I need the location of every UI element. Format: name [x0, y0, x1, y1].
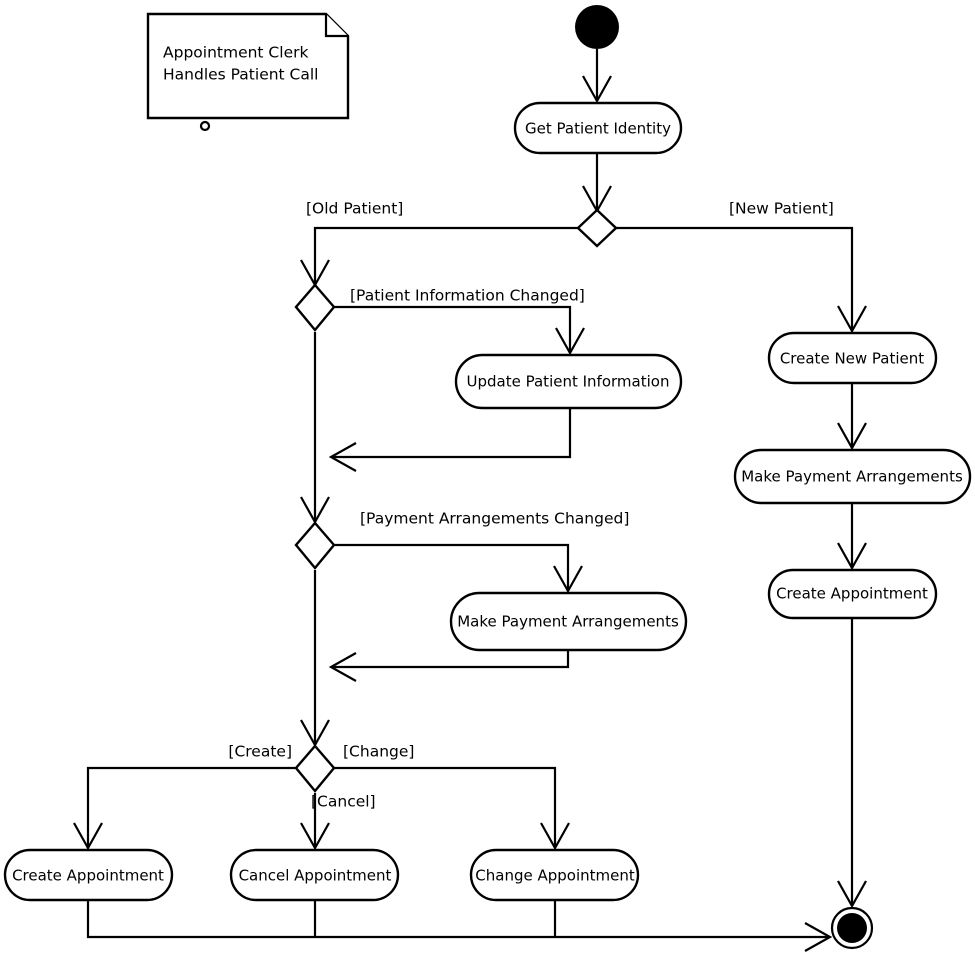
- activity-box-update-patient-information[interactable]: [454, 353, 683, 410]
- end-node-inner-icon: [837, 913, 867, 943]
- activity-label-create-appointment-right: Create Appointment: [776, 585, 928, 603]
- activity-create-new-patient[interactable]: Create New Patient: [767, 331, 938, 385]
- activity-update-patient-information[interactable]: Update Patient Information: [454, 353, 683, 410]
- decision-diamond-info-changed[interactable]: [294, 283, 336, 332]
- activity-label-get-patient-identity: Get Patient Identity: [525, 120, 671, 138]
- guard-cancel: [Cancel]: [311, 793, 376, 811]
- arrowhead-make-payment-right: [837, 422, 867, 451]
- edge-bottom-merge-rail: [86, 900, 828, 939]
- end-node-outer-ring-icon: [830, 906, 874, 950]
- start-node-icon: [575, 5, 619, 49]
- activity-box-make-payment-arrangements-right[interactable]: [733, 448, 972, 505]
- activity-label-make-payment-arrangements-right: Make Payment Arrangements: [741, 468, 963, 486]
- activity-box-change-appointment[interactable]: [469, 848, 640, 902]
- arrowhead-cancel-appointment: [300, 822, 330, 851]
- arrowhead-create-appointment-bottom: [73, 822, 103, 851]
- note-anchor-dot-icon: [199, 120, 211, 132]
- guard-old-patient: [Old Patient]: [306, 200, 403, 218]
- edge-layer: [73, 49, 867, 952]
- activity-get-patient-identity[interactable]: Get Patient Identity: [513, 101, 683, 155]
- guard-create: [Create]: [228, 743, 292, 761]
- guard-patient-information-changed: [Patient Information Changed]: [350, 287, 585, 305]
- activity-label-create-appointment-bottom: Create Appointment: [12, 867, 164, 885]
- activity-box-create-new-patient[interactable]: [767, 331, 938, 385]
- activity-label-cancel-appointment: Cancel Appointment: [239, 867, 392, 885]
- activity-box-get-patient-identity[interactable]: [513, 101, 683, 155]
- activity-create-appointment-right[interactable]: Create Appointment: [767, 568, 938, 620]
- guard-payment-arrangements-changed: [Payment Arrangements Changed]: [360, 510, 629, 528]
- arrowhead-get-identity: [582, 75, 612, 104]
- guard-change: [Change]: [343, 743, 414, 761]
- activity-box-cancel-appointment[interactable]: [229, 848, 400, 902]
- activity-cancel-appointment[interactable]: Cancel Appointment: [229, 848, 400, 902]
- arrowhead-end-from-top: [837, 880, 867, 909]
- note-fold-corner: [324, 14, 348, 38]
- arrowhead-merge-2: [328, 652, 357, 682]
- guard-new-patient: [New Patient]: [729, 200, 834, 218]
- decision-patient-information-changed[interactable]: [294, 283, 336, 332]
- activity-make-payment-arrangements-left[interactable]: Make Payment Arrangements: [449, 591, 688, 652]
- activity-box-make-payment-arrangements-left[interactable]: [449, 591, 688, 652]
- edge-update-to-merge-1: [332, 408, 572, 459]
- arrowhead-make-payment-left: [553, 565, 583, 594]
- arrowhead-merge-1: [328, 442, 357, 472]
- arrowhead-create-new-patient: [837, 305, 867, 334]
- edge-payment-changed-to-make-payment: [334, 543, 570, 591]
- edge-make-payment-to-merge-2: [332, 650, 570, 669]
- note-body: [146, 12, 350, 120]
- decision-appointment-action[interactable]: [294, 744, 336, 793]
- activity-label-create-new-patient: Create New Patient: [780, 350, 924, 368]
- note-line-2: Handles Patient Call: [163, 66, 319, 84]
- activity-make-payment-arrangements-right[interactable]: Make Payment Arrangements: [733, 448, 972, 505]
- activity-create-appointment-bottom[interactable]: Create Appointment: [3, 848, 174, 902]
- activity-label-update-patient-information: Update Patient Information: [467, 373, 670, 391]
- edge-create-branch: [86, 766, 296, 848]
- decision-payment-arrangements-changed[interactable]: [294, 521, 336, 570]
- activity-box-create-appointment-right[interactable]: [767, 568, 938, 620]
- arrowhead-change-appointment: [540, 822, 570, 851]
- decision-diamond-appointment-action[interactable]: [294, 744, 336, 793]
- activity-label-make-payment-arrangements-left: Make Payment Arrangements: [457, 613, 679, 631]
- edge-info-changed-to-update: [334, 305, 572, 353]
- guard-label-layer: [Old Patient] [New Patient] [Patient Inf…: [228, 200, 833, 811]
- activity-label-change-appointment: Change Appointment: [475, 867, 635, 885]
- edge-old-patient-branch: [313, 226, 578, 284]
- edge-change-branch: [334, 766, 557, 848]
- decision-patient-type[interactable]: [576, 208, 618, 248]
- decision-diamond-patient-type[interactable]: [576, 208, 618, 248]
- activity-box-create-appointment-bottom[interactable]: [3, 848, 174, 902]
- final-node: [830, 906, 874, 950]
- decision-diamond-payment-changed[interactable]: [294, 521, 336, 570]
- note-appointment-clerk: Appointment Clerk Handles Patient Call: [146, 12, 350, 132]
- activity-change-appointment[interactable]: Change Appointment: [469, 848, 640, 902]
- edge-new-patient-branch: [616, 226, 854, 331]
- initial-node: [575, 5, 619, 49]
- arrowhead-end-from-left: [804, 922, 833, 952]
- arrowhead-create-appointment-right: [837, 542, 867, 571]
- arrowhead-update-patient-information: [555, 327, 585, 356]
- note-line-1: Appointment Clerk: [163, 44, 308, 62]
